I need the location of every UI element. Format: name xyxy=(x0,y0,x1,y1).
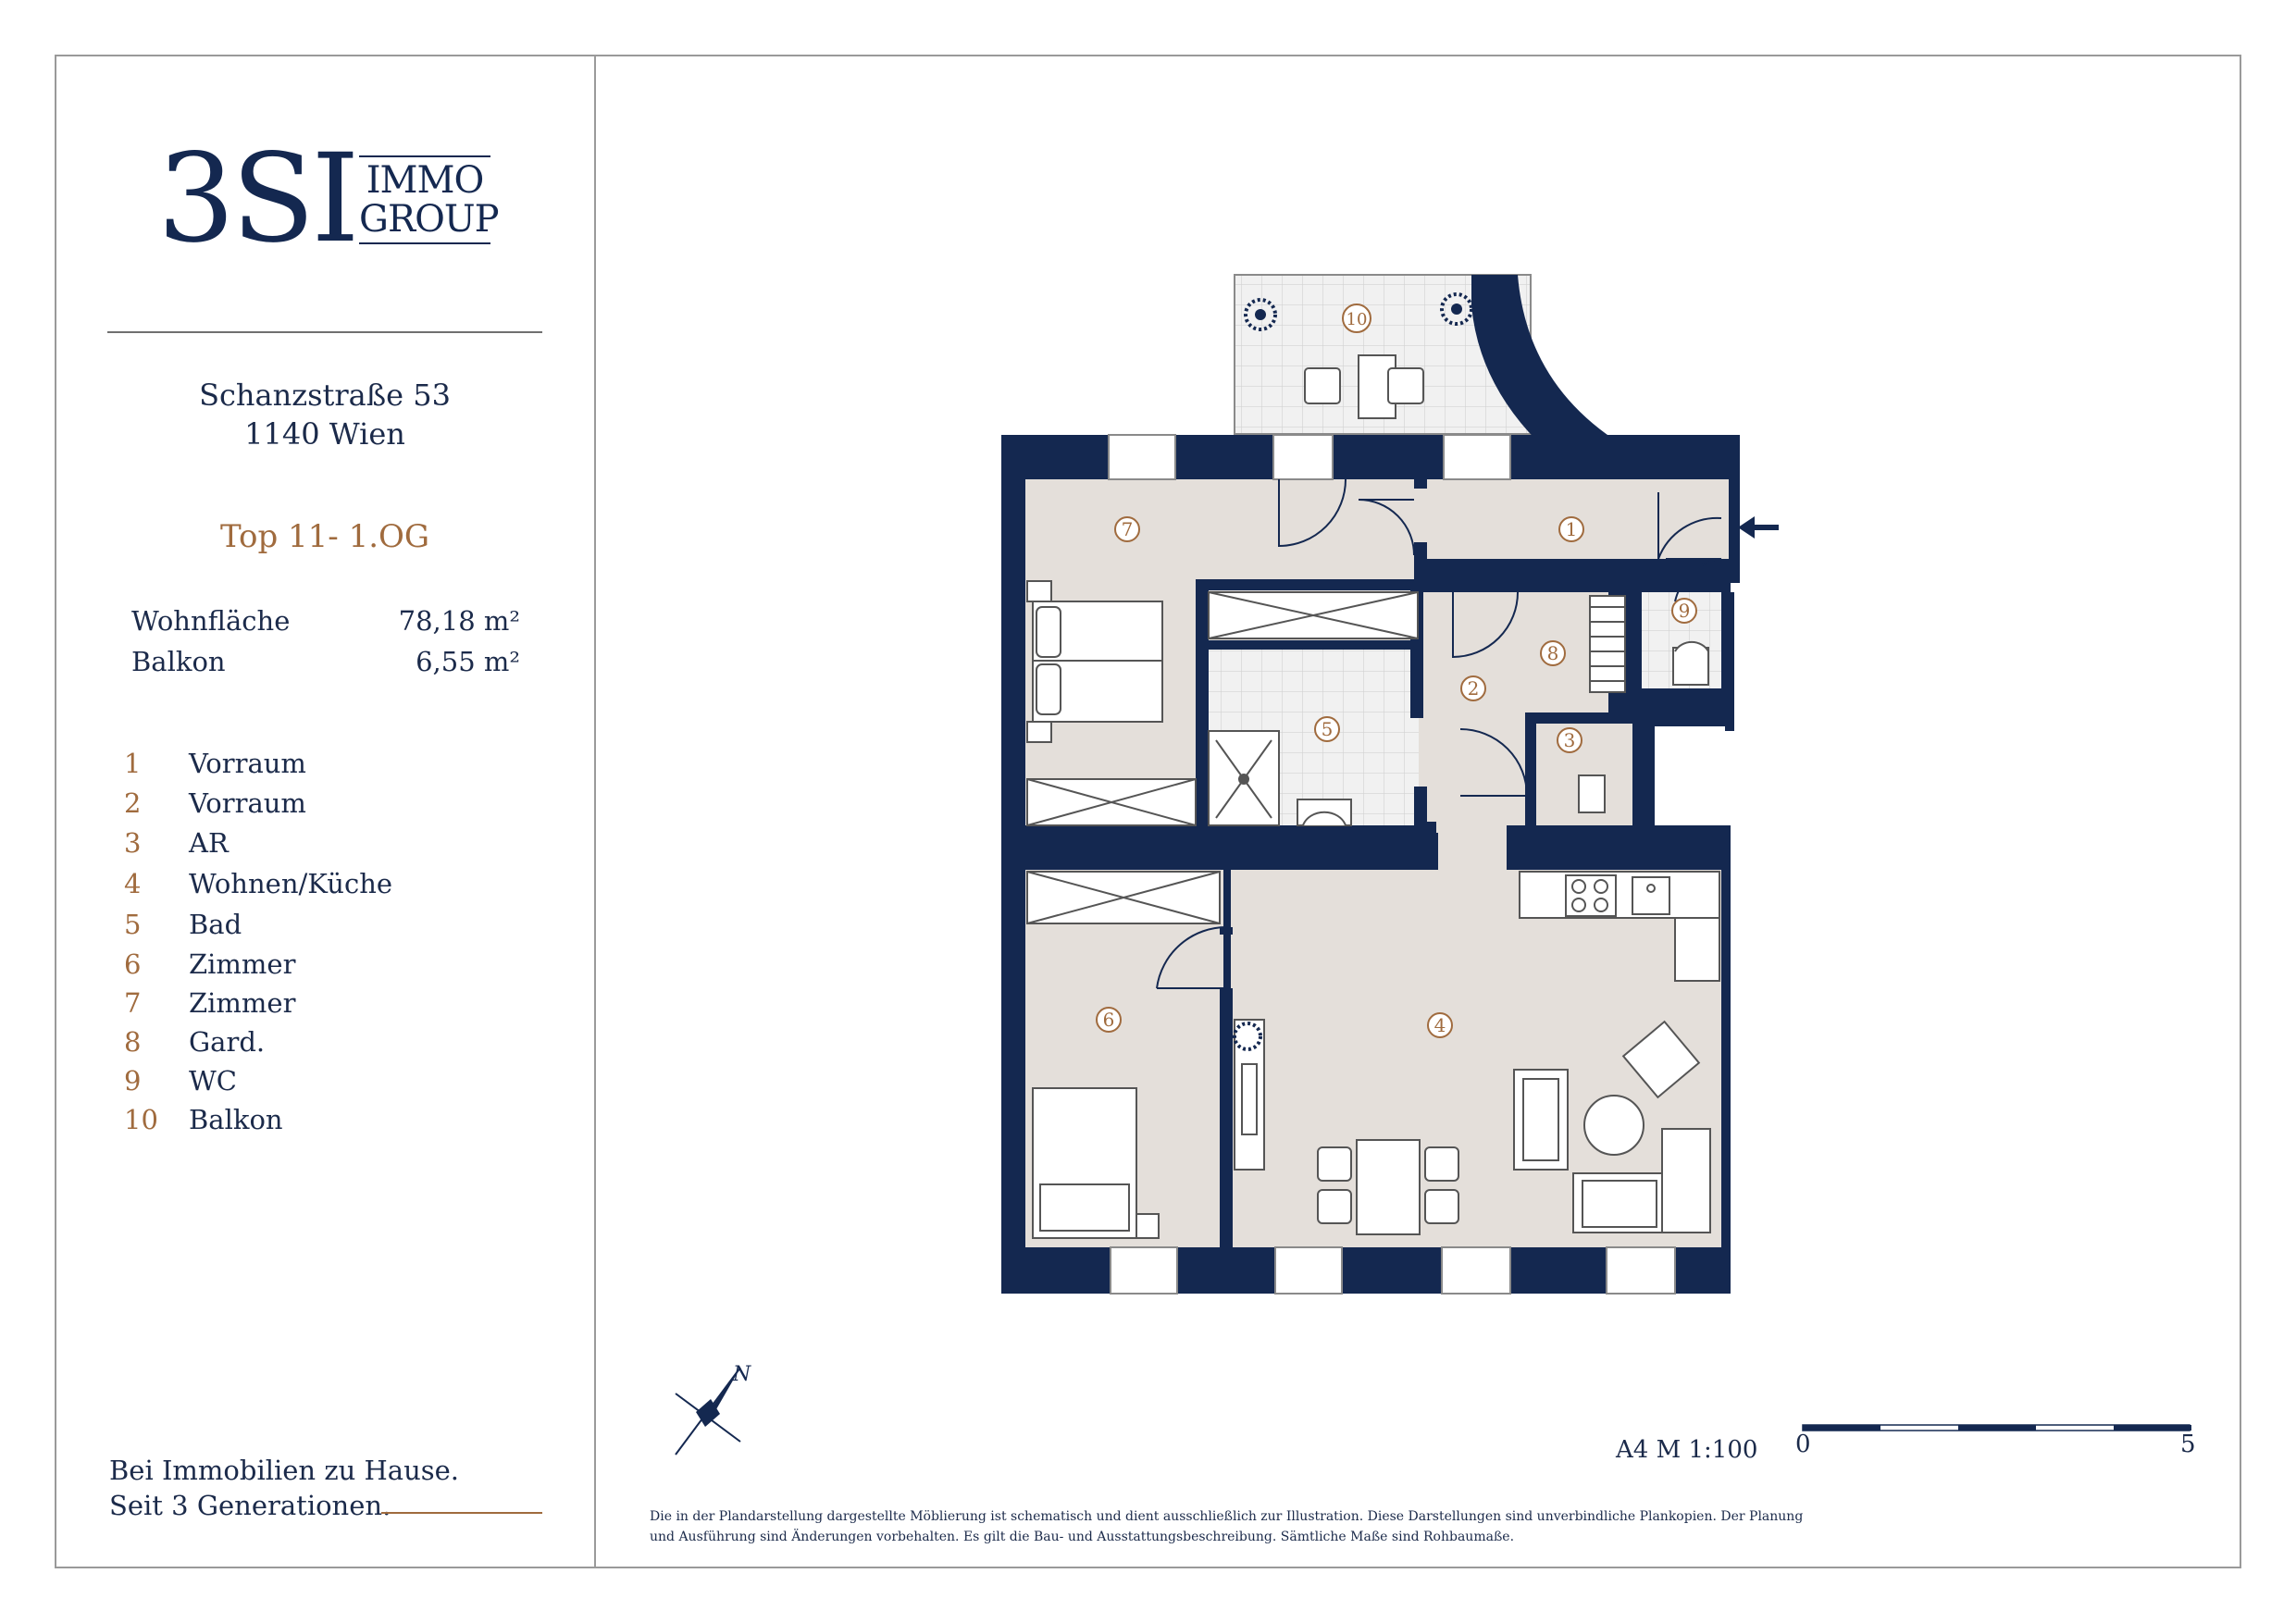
scale-start: 0 xyxy=(1795,1431,1811,1458)
room-legend-item: 8 Gard. xyxy=(124,1026,265,1058)
room-legend-item: 6 Zimmer xyxy=(124,948,295,980)
room-name: Vorraum xyxy=(189,787,306,819)
room-name: Vorraum xyxy=(189,748,306,779)
room-number: 6 xyxy=(124,948,142,980)
room-legend-item: 3 AR xyxy=(124,827,229,859)
room-number: 10 xyxy=(124,1104,158,1135)
room-legend-item: 10 Balkon xyxy=(124,1104,283,1135)
scale-end: 5 xyxy=(2180,1431,2196,1458)
kitchen-counter xyxy=(1519,871,1720,982)
logo-line-immo: IMMO xyxy=(366,159,485,202)
room-name: Wohnen/Küche xyxy=(189,868,393,899)
room-marker: 6 xyxy=(1096,1007,1122,1033)
windows xyxy=(1108,434,1676,1295)
balcony xyxy=(1234,274,1629,481)
room-marker: 7 xyxy=(1114,516,1140,542)
area-row-living: Wohnfläche 78,18 m² xyxy=(131,605,520,637)
page-frame xyxy=(55,55,2241,1568)
room-marker-label: 5 xyxy=(1322,718,1334,740)
room-number: 4 xyxy=(124,868,142,899)
room-number: 5 xyxy=(124,909,142,940)
area-label: Balkon xyxy=(131,646,226,677)
room-marker-label: 1 xyxy=(1566,518,1578,540)
double-bed xyxy=(1026,580,1163,743)
doors xyxy=(1156,478,1722,989)
unit-label: Top 11- 1.OG xyxy=(219,518,430,555)
room-marker: 3 xyxy=(1557,727,1582,753)
header-rule xyxy=(107,331,542,333)
room-name: Zimmer xyxy=(189,948,296,980)
wardrobes xyxy=(1026,591,1626,924)
living-furniture xyxy=(1233,1019,1711,1235)
room-legend-item: 2 Vorraum xyxy=(124,787,306,819)
room-name: WC xyxy=(189,1065,237,1096)
balcony-chair xyxy=(1387,367,1424,404)
company-logo: 3SI IMMO GROUP xyxy=(157,128,509,270)
room-name: Gard. xyxy=(189,1026,266,1058)
room-name: Balkon xyxy=(189,1104,283,1135)
scale-bar xyxy=(1802,1424,2191,1431)
room-marker-label: 6 xyxy=(1103,1009,1115,1031)
area-label: Wohnfläche xyxy=(131,605,291,637)
slogan-line-2: Seit 3 Generationen. xyxy=(109,1490,391,1521)
room-number: 9 xyxy=(124,1065,142,1096)
logo-mark: 3SI xyxy=(157,128,360,270)
compass-icon: N xyxy=(675,1363,751,1456)
room-marker: 4 xyxy=(1427,1012,1453,1038)
room-marker-label: 8 xyxy=(1547,642,1559,664)
interior-walls xyxy=(1025,479,1734,1249)
room-number: 3 xyxy=(124,827,142,859)
room-marker: 1 xyxy=(1558,516,1584,542)
slogan-underline xyxy=(381,1512,542,1514)
disclaimer-text: Die in der Plandarstellung dargestellte … xyxy=(650,1509,1804,1544)
room-marker-label: 4 xyxy=(1434,1014,1446,1036)
area-value: 6,55 m² xyxy=(416,646,520,677)
room-marker: 8 xyxy=(1540,640,1566,666)
logo-line-group: GROUP xyxy=(359,198,500,241)
scale-label: A4 M 1:100 xyxy=(1616,1436,1758,1464)
compass-label: N xyxy=(732,1363,751,1386)
room-number: 2 xyxy=(124,787,142,819)
logo-wordmark: IMMO GROUP xyxy=(359,155,500,244)
room-marker: 5 xyxy=(1314,716,1340,742)
room-number: 8 xyxy=(124,1026,142,1058)
room-marker: 2 xyxy=(1460,675,1486,701)
room-name: AR xyxy=(189,827,229,859)
room-legend-item: 7 Zimmer xyxy=(124,987,295,1019)
room-name: Zimmer xyxy=(189,987,296,1019)
room-markers: 1 2 3 4 5 6 7 8 9 10 xyxy=(1096,304,1697,1038)
bathroom-fixtures xyxy=(1208,640,1709,826)
room-number: 7 xyxy=(124,987,142,1019)
room-marker: 10 xyxy=(1342,304,1371,333)
room-marker-label: 10 xyxy=(1347,310,1368,329)
area-value: 78,18 m² xyxy=(398,605,520,637)
room-legend-item: 5 Bad xyxy=(124,909,242,940)
plant-icon xyxy=(1244,298,1277,331)
room-legend-item: 1 Vorraum xyxy=(124,748,306,779)
area-row-balcony: Balkon 6,55 m² xyxy=(131,646,520,677)
address-city: 1140 Wien xyxy=(244,416,405,452)
room-legend-item: 4 Wohnen/Küche xyxy=(124,868,392,899)
room-marker-label: 7 xyxy=(1122,518,1134,540)
single-bed xyxy=(1032,1087,1160,1239)
room-marker-label: 2 xyxy=(1468,677,1480,700)
entrance-arrow-icon xyxy=(1738,516,1779,539)
panel-divider xyxy=(594,55,596,1568)
room-marker-label: 3 xyxy=(1564,729,1576,751)
balcony-chair xyxy=(1304,367,1341,404)
room-marker-label: 9 xyxy=(1679,600,1691,622)
slogan-line-1: Bei Immobilien zu Hause. xyxy=(109,1455,460,1486)
room-legend-item: 9 WC xyxy=(124,1065,237,1096)
room-marker: 9 xyxy=(1671,598,1697,624)
room-name: Bad xyxy=(189,909,242,940)
room-number: 1 xyxy=(124,748,142,779)
address-street: Schanzstraße 53 xyxy=(199,378,451,413)
plant-icon xyxy=(1440,292,1473,326)
